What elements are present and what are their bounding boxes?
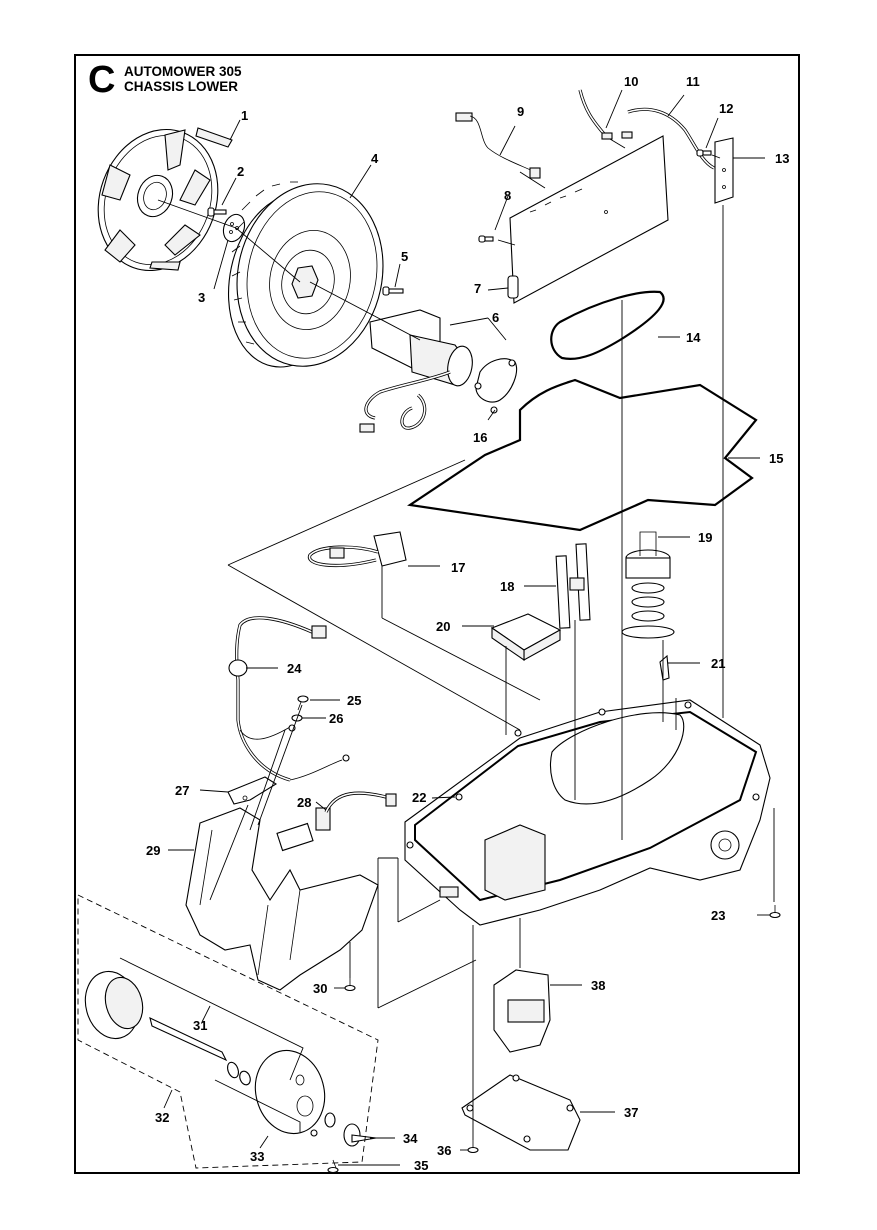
callout-19[interactable]: 19 <box>698 530 712 545</box>
charging-cable-part[interactable] <box>228 616 350 782</box>
capacitor-part[interactable] <box>507 275 519 299</box>
callout-21[interactable]: 21 <box>711 656 725 671</box>
o-ring-part[interactable] <box>226 1061 241 1079</box>
clip-part[interactable] <box>659 654 670 681</box>
callout-26[interactable]: 26 <box>329 711 343 726</box>
callout-23[interactable]: 23 <box>711 908 725 923</box>
front-cover-part[interactable] <box>185 807 379 991</box>
callout-4[interactable]: 4 <box>371 151 379 166</box>
callout-28[interactable]: 28 <box>297 795 311 810</box>
callout-35[interactable]: 35 <box>414 1158 428 1173</box>
screw-part-35[interactable] <box>327 1159 339 1174</box>
callout-12[interactable]: 12 <box>719 101 733 116</box>
callout-37[interactable]: 37 <box>624 1105 638 1120</box>
callout-27[interactable]: 27 <box>175 783 189 798</box>
cable-10-part[interactable] <box>578 89 613 140</box>
cable-11-part[interactable] <box>621 107 715 170</box>
callout-20[interactable]: 20 <box>436 619 450 634</box>
small-board-part[interactable] <box>714 137 734 204</box>
callout-36[interactable]: 36 <box>437 1143 451 1158</box>
section-letter: C <box>88 59 116 101</box>
leader-lines <box>163 89 770 1166</box>
contact-plate-part[interactable] <box>227 776 278 805</box>
screw-part-25[interactable] <box>297 695 309 711</box>
bellows-part[interactable] <box>621 531 675 639</box>
reference-lines <box>157 138 775 1140</box>
callout-7[interactable]: 7 <box>474 281 481 296</box>
callout-13[interactable]: 13 <box>775 151 789 166</box>
callout-14[interactable]: 14 <box>686 330 701 345</box>
callout-8[interactable]: 8 <box>504 188 511 203</box>
screw-part-12[interactable] <box>696 149 712 157</box>
model-title: AUTOMOWER 305 <box>124 64 242 79</box>
gasket-part[interactable] <box>474 358 518 414</box>
callout-2[interactable]: 2 <box>237 164 244 179</box>
callout-15[interactable]: 15 <box>769 451 783 466</box>
callout-30[interactable]: 30 <box>313 981 327 996</box>
chassis-lower-part[interactable] <box>404 699 771 926</box>
callout-18[interactable]: 18 <box>500 579 514 594</box>
drive-wheel-part[interactable] <box>213 170 400 380</box>
screw-part-8[interactable] <box>478 235 494 243</box>
battery-part[interactable] <box>493 969 551 1053</box>
screw-part-30[interactable] <box>344 978 356 992</box>
screw-part-33[interactable] <box>310 1129 318 1137</box>
small-bearing-part[interactable] <box>324 1112 336 1128</box>
front-wheel-part[interactable] <box>78 965 228 1062</box>
screw-part-23[interactable] <box>769 905 781 919</box>
cable-9-part[interactable] <box>455 112 541 179</box>
wheel-holder-part[interactable] <box>343 1123 377 1147</box>
callout-labels: 1 2 3 4 5 6 7 8 9 10 11 12 13 14 15 16 1… <box>146 74 789 1173</box>
holder-part[interactable] <box>490 613 562 662</box>
assembly-title: CHASSIS LOWER <box>124 79 239 94</box>
callout-33[interactable]: 33 <box>250 1149 264 1164</box>
circuit-board-part[interactable] <box>509 135 669 304</box>
bearing-part[interactable] <box>238 1070 252 1087</box>
title-block: AUTOMOWER 305 CHASSIS LOWER <box>124 64 242 94</box>
callout-3[interactable]: 3 <box>198 290 205 305</box>
screw-part-5[interactable] <box>382 286 404 296</box>
bracket-part[interactable] <box>555 543 591 629</box>
hub-plate-part[interactable] <box>220 211 248 244</box>
callout-16[interactable]: 16 <box>473 430 487 445</box>
wheel-housing-part[interactable] <box>246 1043 333 1142</box>
seal-small-part[interactable] <box>550 290 665 360</box>
callout-11[interactable]: 11 <box>686 74 700 89</box>
callout-34[interactable]: 34 <box>403 1131 418 1146</box>
callout-10[interactable]: 10 <box>624 74 638 89</box>
wheel-motor-part[interactable] <box>359 309 475 433</box>
callout-17[interactable]: 17 <box>451 560 465 575</box>
seal-large-part[interactable] <box>407 378 758 532</box>
callout-5[interactable]: 5 <box>401 249 408 264</box>
callout-29[interactable]: 29 <box>146 843 160 858</box>
battery-cover-part[interactable] <box>461 1074 581 1151</box>
callout-24[interactable]: 24 <box>287 661 302 676</box>
callout-22[interactable]: 22 <box>412 790 426 805</box>
callout-38[interactable]: 38 <box>591 978 605 993</box>
screw-part-36[interactable] <box>467 1140 479 1154</box>
callout-1[interactable]: 1 <box>241 108 248 123</box>
kit-bracket-31 <box>119 957 304 1081</box>
kit-boundary-32 <box>77 894 379 1169</box>
screw-part-2[interactable] <box>207 207 227 217</box>
callout-25[interactable]: 25 <box>347 693 361 708</box>
callout-31[interactable]: 31 <box>193 1018 207 1033</box>
callout-6[interactable]: 6 <box>492 310 499 325</box>
callout-32[interactable]: 32 <box>155 1110 169 1125</box>
kit-bracket-33 <box>214 1079 301 1132</box>
main-switch-part[interactable] <box>276 791 397 852</box>
callout-9[interactable]: 9 <box>517 104 524 119</box>
sensor-holder-part[interactable] <box>307 531 407 568</box>
